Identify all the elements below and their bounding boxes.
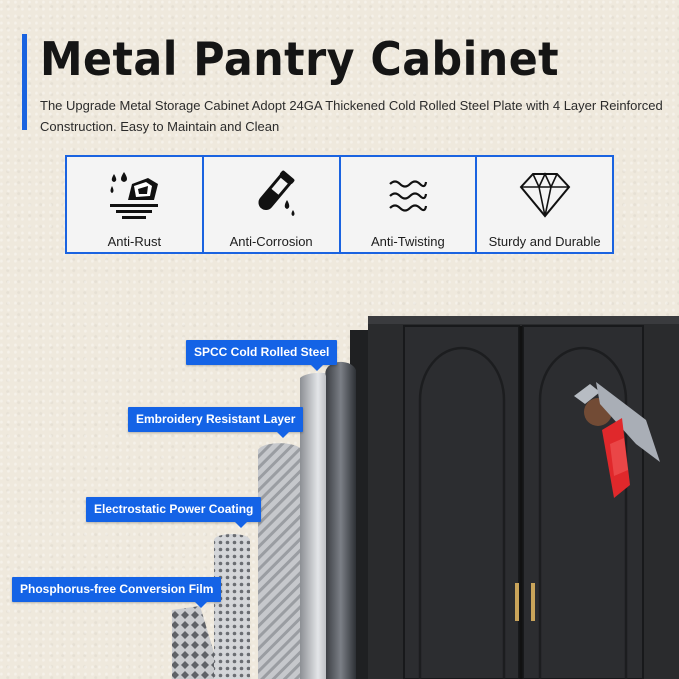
water-drop-shell-icon xyxy=(106,169,162,221)
page-subtitle: The Upgrade Metal Storage Cabinet Adopt … xyxy=(40,98,663,134)
material-layers-scene: SPCC Cold Rolled Steel Embroidery Resist… xyxy=(0,300,679,679)
feature-anti-rust: Anti-Rust xyxy=(67,157,204,252)
feature-label: Sturdy and Durable xyxy=(488,234,601,249)
diamond-icon xyxy=(517,169,573,221)
layer-tag-electrostatic: Electrostatic Power Coating xyxy=(86,497,262,528)
test-tube-icon xyxy=(243,169,299,221)
wave-lines-icon xyxy=(380,169,436,221)
feature-anti-corrosion: Anti-Corrosion xyxy=(203,157,341,252)
page-title: Metal Pantry Cabinet xyxy=(40,32,560,86)
cabinet-illustration xyxy=(172,316,679,679)
feature-panel: Anti-Rust Anti-Corrosion Anti-Twisti xyxy=(65,155,614,254)
title-accent-bar xyxy=(22,34,27,130)
cabinet xyxy=(350,316,679,679)
steel-sheet-layers xyxy=(172,361,356,679)
layer-tag-embroidery: Embroidery Resistant Layer xyxy=(128,407,304,438)
feature-sturdy-durable: Sturdy and Durable xyxy=(477,157,612,252)
feature-label: Anti-Twisting xyxy=(371,234,445,249)
feature-anti-twisting: Anti-Twisting xyxy=(340,157,478,252)
layer-tag-spcc: SPCC Cold Rolled Steel xyxy=(186,340,338,371)
hammer-icon xyxy=(574,382,660,498)
feature-label: Anti-Rust xyxy=(107,234,162,249)
layer-tag-phosphorus: Phosphorus-free Conversion Film xyxy=(12,577,222,608)
feature-label: Anti-Corrosion xyxy=(229,234,313,249)
